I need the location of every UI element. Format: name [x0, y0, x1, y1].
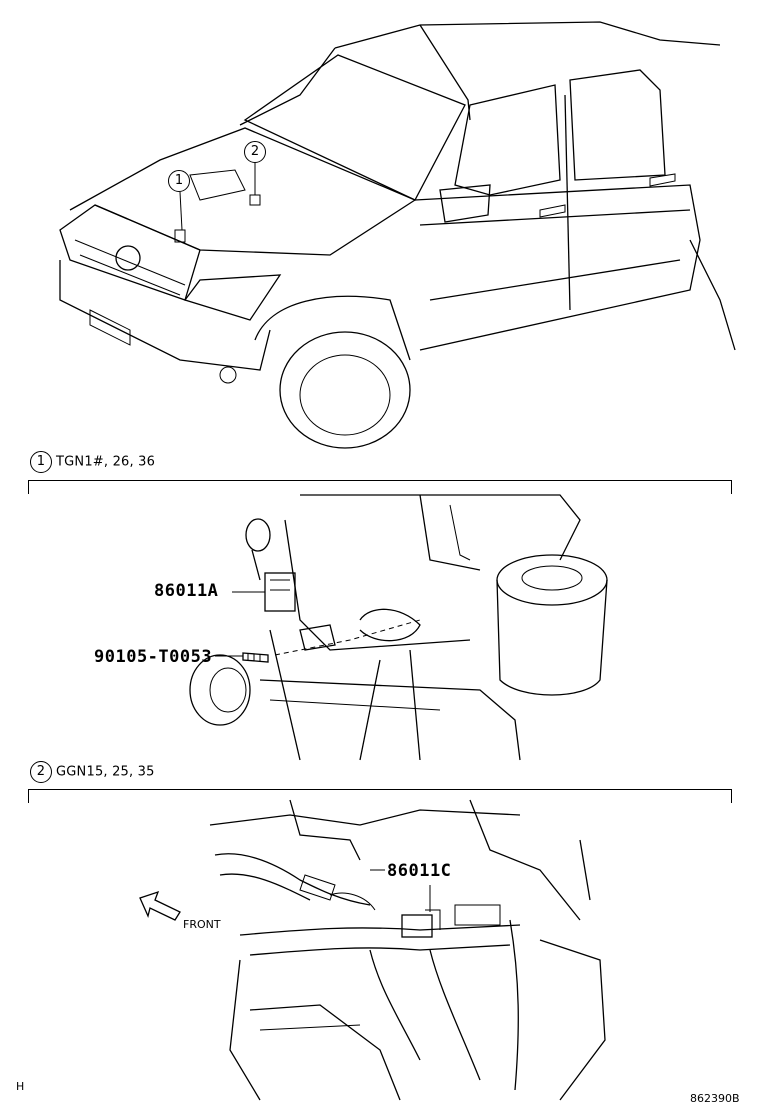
illustration-code: 862390B — [690, 1092, 740, 1105]
divider-tick-left — [28, 480, 29, 494]
section-models: TGN1#, 26, 36 — [56, 454, 156, 470]
callout-number: 1 — [168, 170, 190, 192]
divider-tick-right — [731, 480, 732, 494]
front-direction-label: FRONT — [183, 918, 221, 931]
divider-tick-right — [731, 789, 732, 803]
part-number-86011c[interactable]: 86011C — [387, 861, 452, 881]
section-2-divider — [28, 789, 732, 790]
section-1-divider — [28, 480, 732, 481]
section-models: GGN15, 25, 35 — [56, 764, 155, 780]
part-number-bolt[interactable]: 90105-T0053 — [94, 647, 213, 667]
callout-2: 2 — [244, 141, 270, 163]
section-number: 1 — [30, 451, 52, 473]
part-number-86011a[interactable]: 86011A — [154, 581, 219, 601]
divider-tick-left — [28, 789, 29, 803]
vehicle-illustration — [59, 21, 736, 449]
section-number: 2 — [30, 761, 52, 783]
callout-number: 2 — [244, 141, 266, 163]
callout-1: 1 — [168, 170, 194, 192]
footer-left-code: H — [16, 1080, 25, 1093]
